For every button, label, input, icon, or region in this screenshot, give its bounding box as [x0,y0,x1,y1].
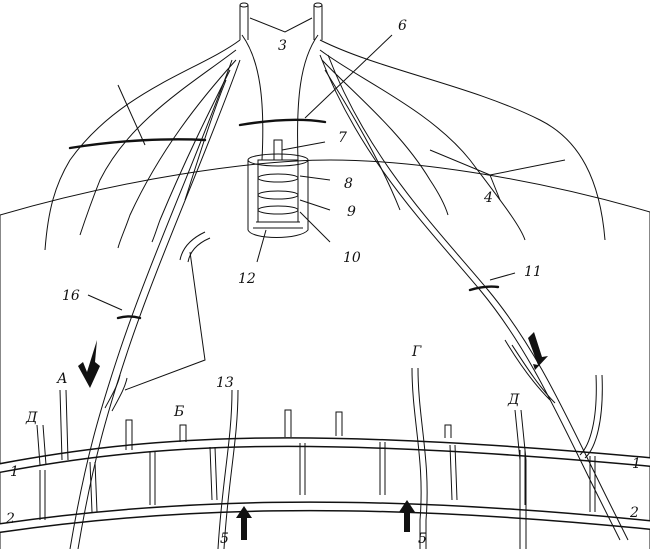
label-8: 8 [344,176,353,192]
left-descending-vessel [69,59,241,550]
label-1-left: 1 [10,464,19,480]
ligature-left [68,138,207,150]
label-3: 3 [278,38,287,54]
label-13: 13 [216,375,234,391]
flow-arrows [78,332,548,540]
label-D-left: Д [25,410,38,426]
ligature-16 [116,315,142,320]
label-1-right: 1 [632,456,641,472]
label-G: Г [411,344,422,360]
label-12: 12 [238,271,256,287]
arrow-up-left [236,506,252,540]
label-B: Б [173,404,184,420]
label-16: 16 [62,288,80,304]
label-5-right: 5 [418,531,427,547]
arrow-up-right [399,500,415,532]
arrow-left [78,340,100,388]
label-11: 11 [524,264,542,280]
ligature-11 [468,285,500,292]
label-4: 4 [483,190,493,206]
label-D-right: Д [507,392,520,408]
label-6: 6 [398,18,407,34]
vessel-1 [0,437,650,473]
organ-outline [0,159,650,216]
arrow-right [528,332,548,370]
label-10: 10 [343,250,361,266]
right-descending-vessel [319,54,629,541]
label-A: А [56,371,68,387]
ligature-center [238,118,327,127]
central-device [247,139,309,238]
label-9: 9 [347,204,356,220]
vertical-vessels [36,367,603,550]
organ-outline-lower [0,212,650,549]
left-fan-vessels [44,34,264,251]
leader-lines [87,17,566,391]
right-fan-vessels [297,34,606,241]
top-trunks [239,2,323,40]
label-2-left: 2 [5,511,15,527]
label-5-left: 5 [220,531,229,547]
vessel-2 [0,501,650,533]
vessel-stubs [125,409,452,450]
label-7: 7 [338,130,347,146]
label-2-right: 2 [629,505,639,521]
